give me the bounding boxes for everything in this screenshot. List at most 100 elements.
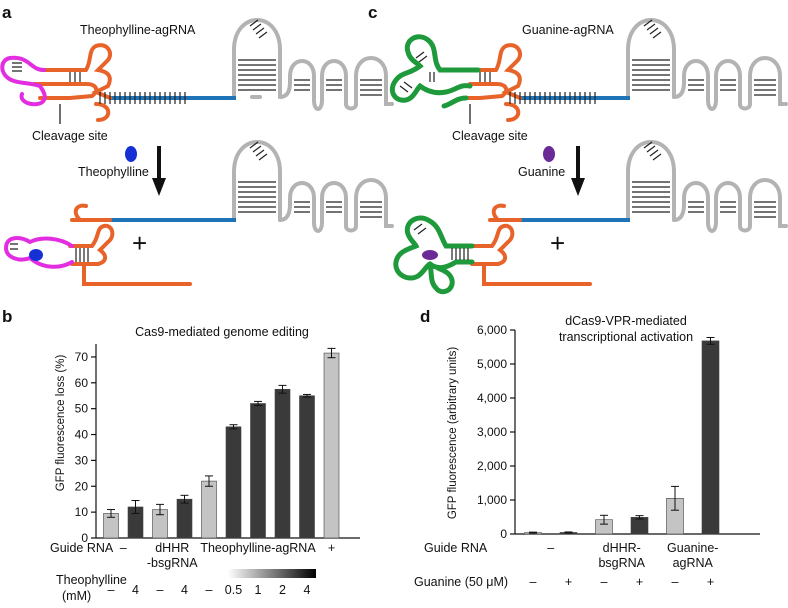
d-group-label: bsgRNA — [598, 556, 645, 570]
d-y-tick-label: 1,000 — [477, 493, 507, 507]
b-group-label: Theophylline-agRNA — [200, 541, 316, 555]
d-row2-value: + — [636, 575, 643, 589]
d-bar — [701, 340, 720, 535]
panel-c-ribozyme-top — [464, 43, 523, 122]
d-group-label: – — [547, 541, 554, 555]
panel-a-aptamer-top — [0, 55, 47, 107]
panel-a-arrowhead-icon — [152, 178, 166, 196]
panel-a-ligand-bound — [29, 249, 43, 261]
panel-c-ligand-free — [543, 146, 555, 162]
panel-a-ribozyme-top — [32, 43, 113, 122]
chart-b-ylabel: GFP fluorescence loss (%) — [55, 355, 67, 492]
b-y-tick-label: 30 — [75, 453, 89, 467]
d-row2-value: – — [672, 575, 679, 589]
panel-a-letter: a — [2, 3, 12, 22]
b-row2-value: 4 — [181, 583, 188, 597]
d-y-tick-label: 0 — [500, 527, 507, 541]
b-y-tick-label: 70 — [75, 350, 89, 364]
b-y-tick-label: 20 — [75, 479, 89, 493]
panel-a-ribozyme-basepairs — [69, 72, 186, 104]
panel-c-aptamer-basepairs — [399, 51, 435, 93]
panel-a-scaffold-top — [232, 18, 394, 111]
b-row2-value: – — [157, 583, 164, 597]
b-y-tick-label: 0 — [81, 531, 88, 545]
panel-d-letter: d — [420, 307, 430, 326]
b-y-tick-label: 50 — [75, 402, 89, 416]
panel-c-bound-basepairs — [413, 223, 469, 260]
b-bar — [299, 395, 315, 539]
d-group-label: agRNA — [673, 556, 714, 570]
b-bar — [225, 426, 242, 539]
panel-c-aptamer-top — [389, 34, 481, 109]
panel-c-plus: + — [550, 228, 565, 258]
panel-c-scaffold-bottom-basepairs — [632, 141, 776, 218]
panel-a-scaffold-bottom-basepairs — [238, 141, 382, 218]
d-row2-value: + — [565, 575, 572, 589]
panel-b-letter: b — [2, 307, 12, 326]
panel-a-plus: + — [132, 228, 147, 258]
panel-c-scaffold-top-basepairs — [632, 19, 776, 96]
panel-b: b Cas9-mediated genome editing GFP fluor… — [2, 307, 360, 603]
panel-c-ribozyme-basepairs — [479, 72, 596, 104]
panel-a: a Theophylline-agRNA — [0, 3, 394, 286]
panel-c-scaffold-top — [626, 18, 788, 111]
chart-d-title-line1: dCas9-VPR-mediated — [565, 314, 687, 328]
panel-d: d dCas9-VPR-mediated transcriptional act… — [414, 307, 760, 589]
panel-a-ligand-label: Theophylline — [78, 165, 149, 179]
chart-d-row1-label: Guide RNA — [424, 541, 488, 555]
panel-c-ligand-bound — [422, 250, 438, 260]
panel-c: c Guanine-agRNA — [368, 3, 788, 295]
b-bar — [274, 388, 291, 539]
panel-a-aptamer-bound — [3, 236, 74, 269]
b-row2-value: 1 — [255, 583, 262, 597]
panel-c-scaffold-bottom — [626, 140, 788, 233]
d-y-tick-label: 6,000 — [477, 323, 507, 337]
b-row2-value: – — [108, 583, 115, 597]
chart-b-concentration-gradient — [228, 569, 316, 578]
chart-d-title-line2: transcriptional activation — [559, 330, 693, 344]
chart-d-ylabel: GFP fluorescence (arbitrary units) — [447, 347, 459, 520]
b-row2-value: 0.5 — [225, 583, 242, 597]
panel-a-ribozyme-bound — [68, 223, 192, 286]
d-group-label: Guanine- — [667, 541, 718, 555]
b-row2-value: 2 — [279, 583, 286, 597]
b-group-label: dHHR — [155, 541, 189, 555]
panel-c-ligand-label: Guanine — [518, 165, 565, 179]
b-bar — [250, 403, 266, 539]
b-row2-value: 4 — [304, 583, 311, 597]
d-row2-value: + — [707, 575, 714, 589]
chart-b-row2-label: Theophylline — [56, 573, 127, 587]
panel-c-cleavage-label: Cleavage site — [452, 129, 528, 143]
chart-b-bars — [103, 347, 340, 539]
chart-b-row1-label: Guide RNA — [50, 541, 114, 555]
chart-b-row2-unit: (mM) — [62, 589, 91, 603]
d-group-label: dHHR- — [603, 541, 641, 555]
d-bar — [630, 517, 649, 535]
d-y-tick-label: 4,000 — [477, 391, 507, 405]
panel-a-ribozyme-fragment — [70, 203, 112, 222]
panel-a-scaffold-bottom — [232, 140, 394, 233]
panel-a-bound-basepairs — [10, 243, 89, 262]
b-group-label: + — [328, 541, 335, 555]
b-row2-value: 4 — [132, 583, 139, 597]
b-bar — [323, 352, 340, 539]
b-bar — [176, 498, 193, 539]
b-y-tick-label: 60 — [75, 376, 89, 390]
d-row2-value: – — [601, 575, 608, 589]
panel-a-scaffold-top-basepairs — [238, 19, 382, 96]
chart-d-row2-label: Guanine (50 μM) — [414, 575, 508, 589]
panel-a-aptamer-basepairs — [12, 62, 22, 72]
panel-c-letter: c — [368, 3, 377, 22]
b-y-tick-label: 10 — [75, 505, 89, 519]
panel-a-construct-label: Theophylline-agRNA — [80, 23, 196, 37]
b-row2-value: – — [206, 583, 213, 597]
panel-c-construct-label: Guanine-agRNA — [522, 23, 614, 37]
b-group-label: – — [120, 541, 127, 555]
b-y-tick-label: 40 — [75, 428, 89, 442]
panel-c-aptamer-bound — [393, 215, 475, 295]
d-y-tick-label: 5,000 — [477, 357, 507, 371]
d-row2-value: – — [530, 575, 537, 589]
